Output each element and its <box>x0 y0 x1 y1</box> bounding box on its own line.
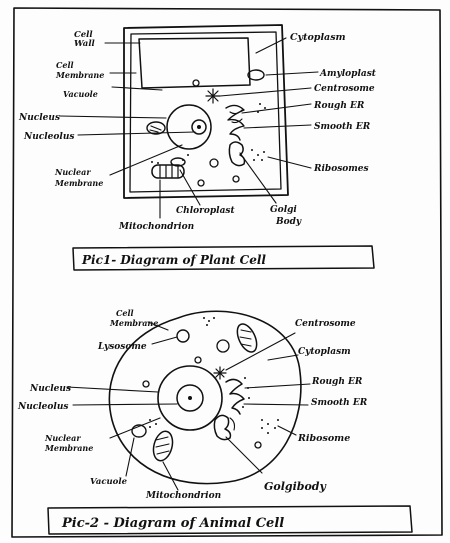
plant-label-mitochondrion: Mitochondrion <box>118 222 194 232</box>
plant-label-nucleolus: Nucleolus <box>23 132 74 142</box>
page-border <box>11 7 443 538</box>
animal-rough-er <box>225 378 245 415</box>
plant-label-cell-membrane-2: Membrane <box>55 70 104 80</box>
plant-label-golgi-2: Body <box>275 217 302 227</box>
animal-vesicle-2 <box>194 356 202 364</box>
animal-ribosome-dots <box>261 419 279 434</box>
animal-label-cell-membrane-2: Membrane <box>109 318 158 328</box>
animal-lysosome-dots <box>203 317 215 326</box>
plant-cell-diagram: Cell Wall Cell Membrane Vacuole Nucleus … <box>18 24 377 271</box>
plant-label-nuclear-membrane-1: Nuclear <box>54 167 91 177</box>
plant-pointer-lines <box>59 37 319 219</box>
animal-nucleolus <box>176 384 204 412</box>
plant-nucleolus <box>191 119 207 135</box>
animal-caption-box <box>47 505 413 535</box>
animal-cell-diagram: Cell Membrane Lysosome Nucleus Nucleolus… <box>17 308 413 535</box>
animal-cell-membrane <box>108 310 302 485</box>
animal-mitochondrion-bottom <box>152 430 174 462</box>
plant-chloroplast <box>146 121 166 135</box>
plant-label-nuclear-membrane-2: Membrane <box>54 178 103 188</box>
plant-label-vacuole: Vacuole <box>63 89 98 99</box>
animal-label-smooth-er: Smooth ER <box>311 398 368 408</box>
animal-label-lysosome: Lysosome <box>97 342 147 352</box>
animal-vesicle <box>216 339 230 353</box>
animal-caption: Pic-2 - Diagram of Animal Cell <box>61 516 284 531</box>
plant-mitochondrion-cristae <box>159 165 179 178</box>
animal-pointer-lines <box>66 321 311 491</box>
animal-centrosome <box>213 366 227 380</box>
plant-nucleus <box>166 104 212 150</box>
plant-label-rough-er: Rough ER <box>313 101 365 111</box>
plant-label-cytoplasm: Cytoplasm <box>290 32 346 43</box>
animal-mitochondrion-top <box>236 323 258 353</box>
animal-label-nucleus: Nucleus <box>29 384 71 394</box>
animal-mitochondrion-top-cristae <box>239 329 252 347</box>
plant-label-amyloplast: Amyloplast <box>319 69 377 79</box>
plant-vesicle-3 <box>197 179 205 187</box>
animal-vesicle-4 <box>254 441 262 449</box>
animal-label-cell-membrane-1: Cell <box>116 308 134 318</box>
plant-label-nucleus: Nucleus <box>18 113 60 123</box>
animal-mitochondrion-bottom-cristae <box>155 436 170 455</box>
plant-chloroplast-lines <box>149 125 162 133</box>
animal-label-rough-er: Rough ER <box>311 377 363 387</box>
animal-vacuole <box>131 424 147 438</box>
plant-caption-box <box>72 245 375 271</box>
plant-amyloplast <box>247 69 265 81</box>
plant-mitochondrion <box>151 164 185 179</box>
animal-vacuole-dots <box>149 419 157 428</box>
plant-vesicle-4 <box>192 79 200 87</box>
animal-rough-er-dots <box>242 377 250 408</box>
animal-label-ribosome: Ribosome <box>297 433 350 444</box>
plant-vacuole <box>138 37 251 89</box>
plant-label-smooth-er: Smooth ER <box>314 122 371 132</box>
plant-label-ribosomes: Ribosomes <box>313 164 369 174</box>
animal-label-mitochondrion: Mitochondrion <box>145 491 221 501</box>
animal-label-nuclear-membrane-2: Membrane <box>44 443 93 453</box>
animal-nucleus <box>157 365 223 431</box>
animal-label-nuclear-membrane-1: Nuclear <box>44 433 81 443</box>
animal-label-vacuole: Vacuole <box>90 477 128 487</box>
plant-cell-membrane <box>129 31 282 193</box>
plant-centrosome <box>205 88 221 104</box>
plant-cell-wall <box>123 24 289 199</box>
animal-nucleolus-dot <box>188 396 192 400</box>
plant-rough-er <box>225 104 245 141</box>
plant-label-cell-wall-1: Cell <box>74 30 93 40</box>
plant-nucleolus-dot <box>197 125 201 129</box>
plant-vesicle <box>209 158 219 168</box>
plant-rough-er-folds <box>229 109 243 124</box>
animal-vesicle-3 <box>142 380 150 388</box>
animal-label-cytoplasm: Cytoplasm <box>298 347 351 357</box>
animal-label-golgi-body: Golgibody <box>264 480 327 493</box>
plant-label-golgi-1: Golgi <box>270 205 297 215</box>
plant-label-cell-membrane-1: Cell <box>56 60 74 70</box>
plant-label-centrosome: Centrosome <box>314 84 375 94</box>
plant-golgi-body <box>228 141 246 167</box>
animal-label-centrosome: Centrosome <box>295 319 356 329</box>
animal-label-nucleolus: Nucleolus <box>17 402 68 412</box>
animal-golgi-body-fold <box>229 417 236 431</box>
plant-caption: Pic1- Diagram of Plant Cell <box>81 253 266 267</box>
plant-label-cell-wall-2: Wall <box>74 39 96 49</box>
animal-golgi-body <box>213 414 232 441</box>
animal-lysosome <box>176 329 190 343</box>
plant-label-chloroplast: Chloroplast <box>176 206 235 216</box>
plant-vesicle-2 <box>232 175 240 183</box>
